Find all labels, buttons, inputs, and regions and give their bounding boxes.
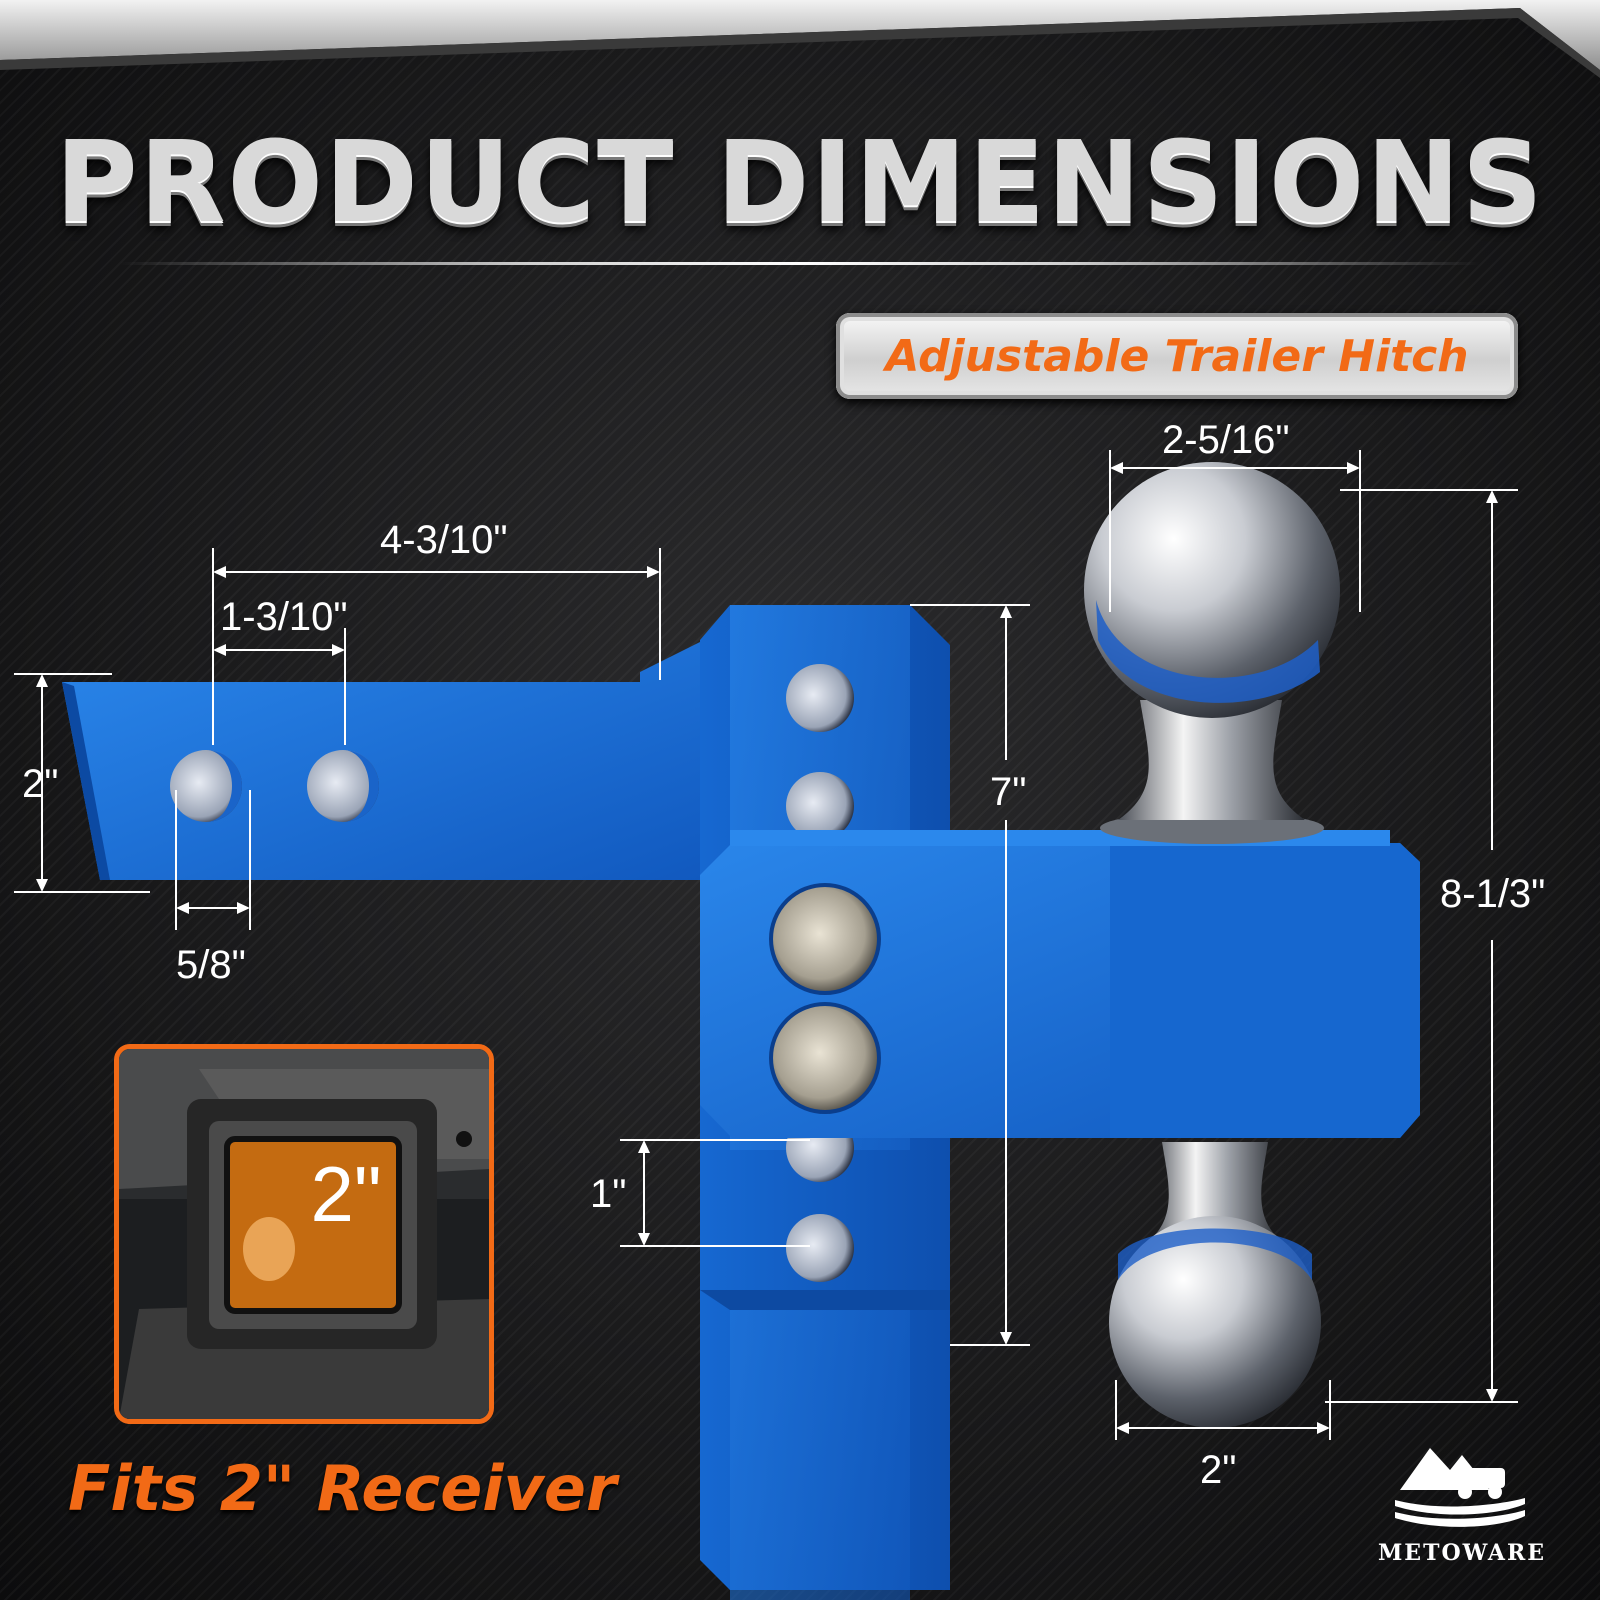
ball-top-diameter-label: 2-5/16" [1162,418,1290,462]
ball-mount-head [700,830,1420,1138]
hole-diameter-label: 5/8" [176,943,246,987]
fits-receiver-text: Fits 2" Receiver [68,1452,617,1525]
title-divider [120,262,1480,265]
brand-name: METOWARE [1377,1540,1547,1566]
overall-height-label: 8-1/3" [1440,872,1546,916]
receiver-inset: 2" [114,1044,494,1424]
badge-label: Adjustable Trailer Hitch [885,331,1469,382]
hitch-shank [62,642,700,880]
ball-bottom-diameter-label: 2" [1200,1448,1237,1492]
receiver-photo [119,1049,489,1419]
shank-length-label: 4-3/10" [380,518,508,562]
dimension-lines [14,450,1518,1440]
bottom-hitch-ball [1109,1142,1321,1428]
receiver-size-label: 2" [310,1150,382,1238]
top-hitch-ball [1084,462,1340,844]
top-bevel [0,0,1600,78]
riser-height-label: 7" [990,770,1027,814]
product-type-badge: Adjustable Trailer Hitch [836,313,1518,399]
page-title: PRODUCT DIMENSIONS [55,118,1545,248]
hole-spacing-label: 1-3/10" [220,595,348,639]
shank-height-label: 2" [22,762,59,806]
hole-pitch-label: 1" [590,1172,627,1216]
